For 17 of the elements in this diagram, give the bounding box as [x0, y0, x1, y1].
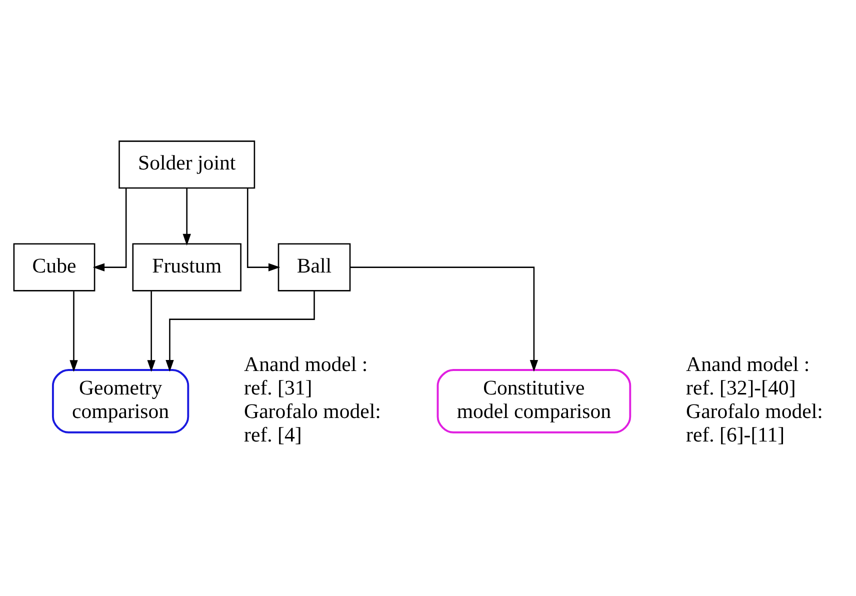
arrow	[70, 290, 78, 372]
node-box: Geometry comparison	[52, 368, 190, 433]
arrow	[92, 188, 127, 271]
node-label: Anand model : ref. [32]-[40]	[686, 352, 810, 399]
node-box: Frustum	[132, 242, 242, 291]
arrow	[147, 290, 156, 372]
arrow	[350, 266, 538, 372]
node-label: Garofalo model: ref. [4]	[244, 399, 381, 446]
arrow	[182, 188, 191, 246]
node-box: Constitutive model comparison	[436, 368, 632, 433]
arrow	[166, 290, 315, 372]
node-box: Ball	[278, 242, 351, 291]
node-box: Solder joint	[118, 140, 256, 188]
node-box: Cube	[13, 242, 96, 291]
arrow	[246, 188, 280, 271]
node-label: Anand model : ref. [31]	[244, 352, 368, 399]
node-label: Garofalo model: ref. [6]-[11]	[686, 399, 823, 446]
